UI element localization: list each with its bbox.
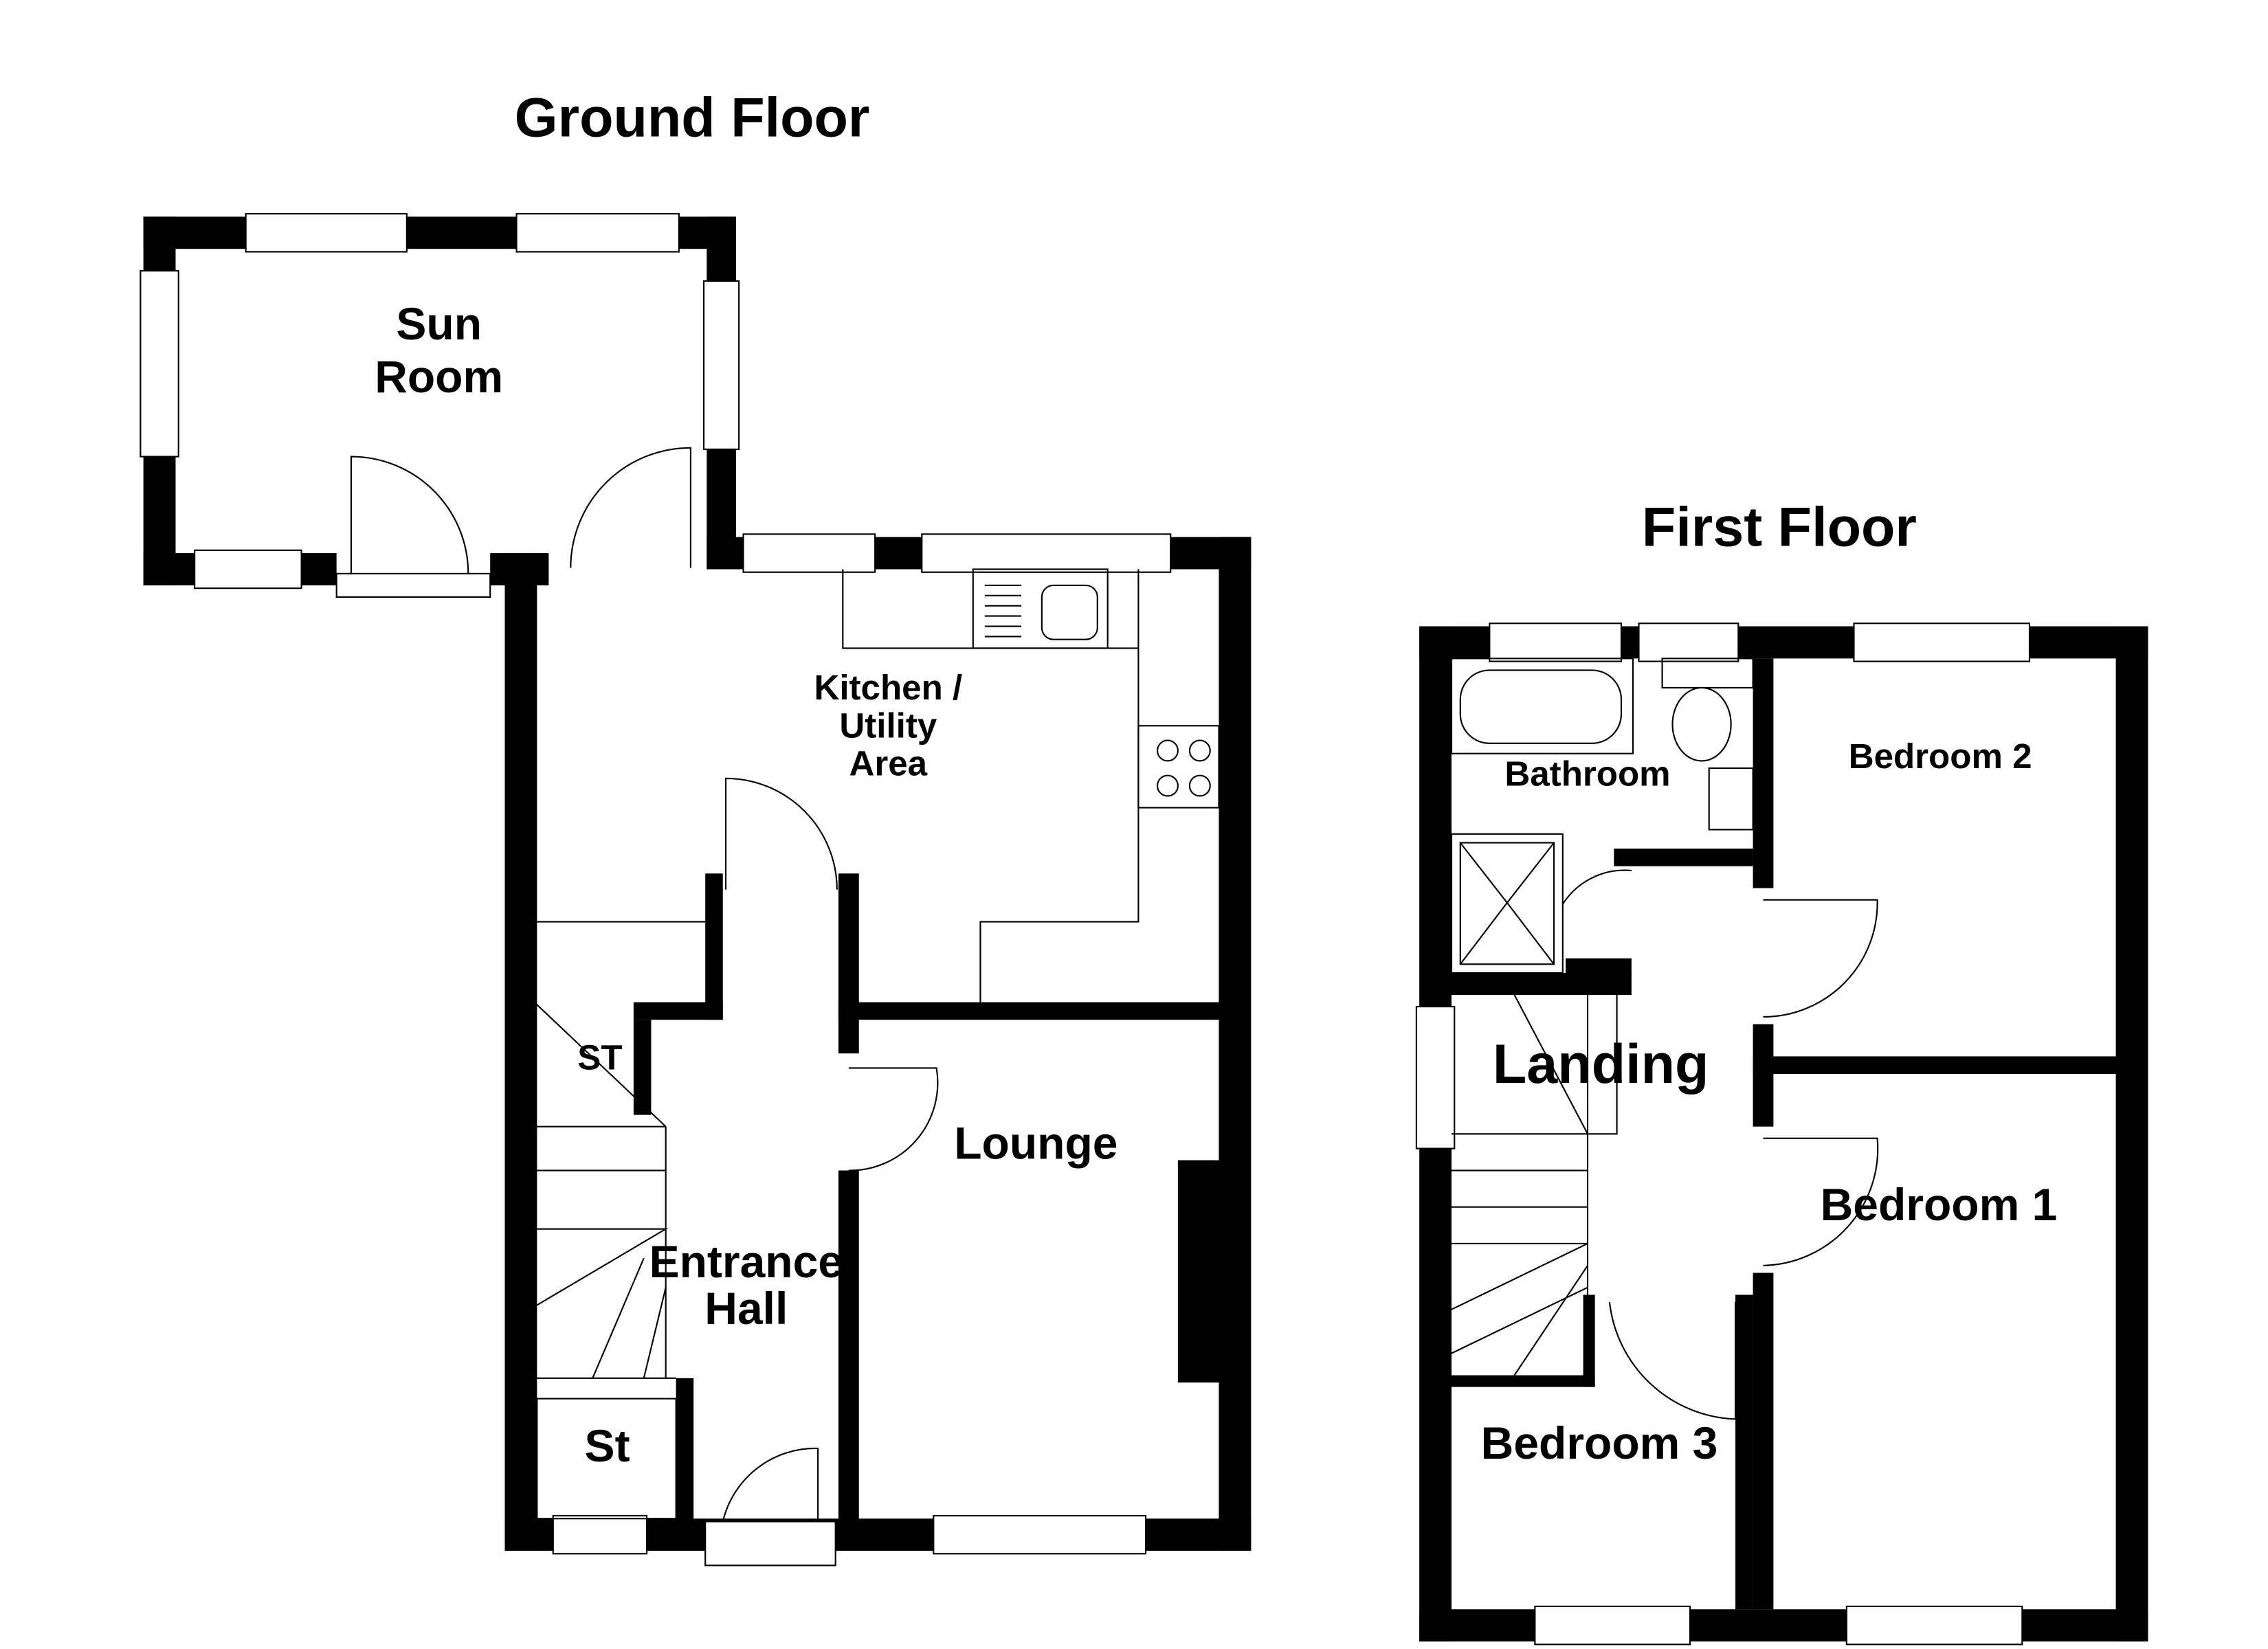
hob-ring <box>1188 739 1211 762</box>
door-swing <box>724 777 838 890</box>
bath <box>1450 658 1634 754</box>
wall <box>1445 973 1632 996</box>
room-label-kitchen: Kitchen / <box>814 668 962 707</box>
wall <box>1753 1024 1774 1127</box>
basin <box>1708 767 1754 831</box>
wall <box>633 1020 652 1115</box>
room-label-bathroom: Bathroom <box>1504 754 1670 794</box>
window <box>921 533 1172 573</box>
wall <box>1419 1609 2148 1642</box>
door-sill <box>704 1521 836 1567</box>
window <box>742 533 876 573</box>
wall <box>633 1002 723 1020</box>
sink-bowl <box>1041 584 1098 640</box>
door-swing <box>722 1447 819 1522</box>
window <box>194 549 302 590</box>
room-label-kitchen: Utility <box>839 706 937 745</box>
storage-cupboard <box>536 1398 677 1520</box>
window <box>933 1514 1147 1555</box>
room-label-entrance-hall: Entrance <box>649 1236 843 1287</box>
first-floor-plan: Bathroom Bedroom 2 Landing Bedroom 1 Bed… <box>1415 622 2148 1646</box>
wall <box>1753 658 1774 888</box>
wall <box>838 1002 1219 1020</box>
room-label-sun-room: Room <box>375 351 503 402</box>
window <box>552 1514 648 1555</box>
wall <box>838 873 859 1054</box>
window <box>1853 622 2031 662</box>
door-swing <box>1763 1137 1879 1266</box>
window <box>1489 622 1623 662</box>
wall <box>1614 849 1753 866</box>
wall <box>705 873 723 1020</box>
wall <box>2115 626 2148 1642</box>
window <box>515 213 680 253</box>
door-swing <box>848 1067 939 1171</box>
wall <box>1583 1294 1595 1387</box>
room-label-entrance-hall: Hall <box>704 1283 788 1334</box>
shower-tray <box>1459 842 1555 965</box>
wall <box>1219 537 1252 1551</box>
door-swing <box>1561 869 1632 905</box>
door-swing <box>1608 1302 1737 1420</box>
room-label-storage: St <box>585 1420 630 1471</box>
window <box>245 213 408 253</box>
stairs <box>529 997 676 1379</box>
door-sill <box>335 572 491 598</box>
room-label-kitchen: Area <box>849 744 928 783</box>
first-floor-title: First Floor <box>1642 496 1917 558</box>
room-label-bedroom-1: Bedroom 1 <box>1821 1179 2058 1230</box>
wall <box>1753 1056 2119 1074</box>
kitchen-worktop <box>537 569 1139 1002</box>
window <box>1638 622 1739 662</box>
door-swing <box>350 456 469 574</box>
door-swing <box>570 447 691 568</box>
toilet-cistern <box>1661 658 1754 688</box>
wall <box>504 553 537 1551</box>
room-label-landing: Landing <box>1493 1033 1709 1095</box>
door-swing <box>1763 899 1878 1018</box>
wall <box>838 1170 859 1522</box>
window <box>1534 1605 1691 1646</box>
chimney-breast <box>1177 1160 1219 1383</box>
ground-floor-title: Ground Floor <box>515 87 870 148</box>
toilet-bowl <box>1671 686 1732 762</box>
window <box>1415 1006 1456 1149</box>
wall <box>1753 1272 1774 1610</box>
hob <box>1137 725 1220 809</box>
wall <box>1445 1375 1595 1387</box>
wall <box>676 1378 694 1522</box>
hob-ring <box>1188 774 1211 797</box>
room-label-bedroom-3: Bedroom 3 <box>1481 1417 1718 1468</box>
window <box>140 270 179 458</box>
room-label-lounge: Lounge <box>954 1117 1118 1168</box>
wall <box>1735 1294 1753 1610</box>
drainer <box>984 584 1022 638</box>
window <box>702 280 740 450</box>
window <box>1845 1605 2023 1646</box>
stairs <box>1451 994 1618 1376</box>
ground-floor-plan: Sun Room Kitchen / Utility Area Lounge E… <box>140 213 1252 1567</box>
room-label-bedroom-2: Bedroom 2 <box>1849 737 2032 776</box>
room-label-st: ST <box>577 1038 622 1077</box>
sink <box>972 568 1109 649</box>
bath-tub <box>1459 669 1623 744</box>
hob-ring <box>1156 739 1179 762</box>
room-label-sun-room: Sun <box>396 298 482 349</box>
hob-ring <box>1156 774 1179 797</box>
